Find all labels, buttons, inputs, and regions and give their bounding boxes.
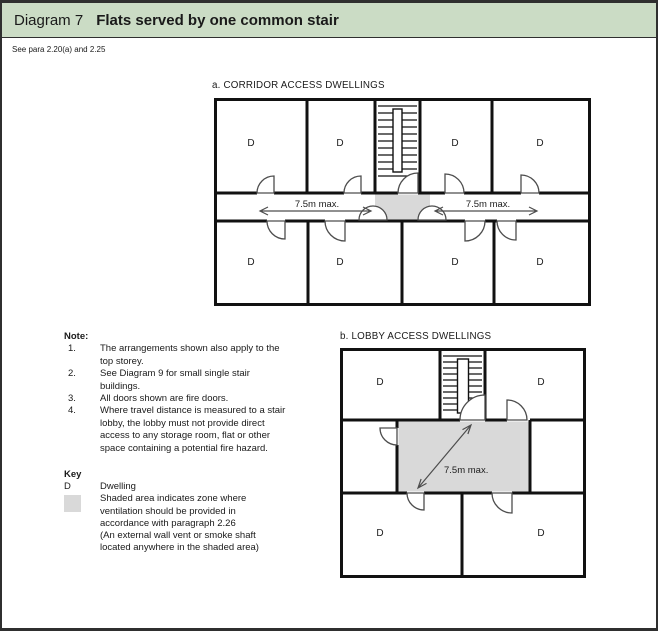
plan-b-title: b. LOBBY ACCESS DWELLINGS: [340, 331, 492, 342]
dwelling-label: D: [536, 257, 543, 268]
upper-dwelling-walls: [305, 99, 494, 193]
plan-b-floorplan: 7.5m max. D D D D: [340, 348, 586, 578]
lower-dwelling-walls: [306, 221, 496, 305]
door-swings: [379, 394, 528, 514]
door-swings: [256, 172, 540, 242]
dwelling-symbol: D: [64, 481, 71, 493]
dwelling-label: D: [451, 257, 458, 268]
key-heading: Key: [64, 469, 82, 480]
lower-walls: [341, 491, 585, 577]
door-arc: [406, 492, 425, 511]
note-item: 3. All doors shown are fire doors.: [64, 393, 324, 405]
dwelling-label: D: [336, 257, 343, 268]
dwelling-label: D: [336, 138, 343, 149]
dwelling-label: D: [537, 377, 544, 388]
dwelling-label: D: [247, 257, 254, 268]
door-arc: [491, 492, 513, 514]
note-number: 3.: [68, 393, 76, 405]
notes-heading: Note:: [64, 331, 89, 342]
lobby-side-walls: [395, 420, 532, 493]
door-arc: [464, 220, 486, 242]
corridor-fan-door: [358, 205, 388, 221]
distance-label: 7.5m max.: [295, 199, 339, 210]
ventilation-shaded-lobby: [398, 421, 529, 492]
door-arc: [506, 399, 528, 421]
plan-a-title: a. CORRIDOR ACCESS DWELLINGS: [212, 80, 385, 91]
note-item: 4. Where travel distance is measured to …: [64, 405, 324, 455]
notes-block: Note: 1. The arrangements shown also app…: [64, 331, 324, 455]
dwelling-label: D: [537, 528, 544, 539]
stair-icon: [378, 105, 417, 177]
note-number: 2.: [68, 368, 76, 380]
diagram-header: Diagram 7 Flats served by one common stai…: [2, 3, 656, 38]
note-text: The arrangements shown also apply to the…: [100, 343, 280, 367]
door-arc: [324, 220, 346, 242]
stair-door-arc: [459, 394, 486, 421]
dwelling-label: D: [376, 528, 383, 539]
note-number: 4.: [68, 405, 76, 417]
key-row-dwelling: D Dwelling: [64, 481, 324, 493]
dwelling-label: D: [376, 377, 383, 388]
dwelling-description: Dwelling: [100, 481, 136, 493]
door-arc: [379, 427, 398, 446]
note-number: 1.: [68, 343, 76, 355]
note-item: 2. See Diagram 9 for small single stair …: [64, 368, 324, 393]
distance-label: 7.5m max.: [466, 199, 510, 210]
travel-distance-arrow-right: [433, 206, 539, 216]
diagram-title: Flats served by one common stair: [96, 12, 339, 29]
travel-distance-arrow-left: [258, 206, 373, 216]
travel-distance-arrow: [416, 423, 473, 490]
note-text: See Diagram 9 for small single stair bui…: [100, 368, 250, 392]
dwelling-label: D: [247, 138, 254, 149]
key-row-shaded: Shaded area indicates zone where ventila…: [64, 493, 324, 554]
door-arc: [266, 220, 286, 240]
door-arc: [444, 173, 465, 194]
door-arc: [256, 175, 275, 194]
stair-door-arc: [397, 172, 419, 194]
note-text: Where travel distance is measured to a s…: [100, 405, 286, 454]
dwelling-label: D: [451, 138, 458, 149]
note-item: 1. The arrangements shown also apply to …: [64, 343, 324, 368]
key-block: Key D Dwelling Shaded area indicates zon…: [64, 469, 324, 554]
shaded-area-description: Shaded area indicates zone where ventila…: [100, 493, 259, 554]
door-arc: [496, 220, 517, 241]
door-arc: [520, 174, 540, 194]
paragraph-reference: See para 2.20(a) and 2.25: [12, 45, 106, 54]
shaded-area-swatch: [64, 495, 81, 513]
diagram-number: Diagram 7: [14, 12, 84, 29]
door-arc: [343, 175, 362, 194]
plan-a-floorplan: 7.5m max. 7.5m max. D D D D D D D D: [214, 98, 591, 306]
distance-label: 7.5m max.: [444, 465, 488, 476]
dwelling-label: D: [536, 138, 543, 149]
note-text: All doors shown are fire doors.: [100, 393, 229, 405]
